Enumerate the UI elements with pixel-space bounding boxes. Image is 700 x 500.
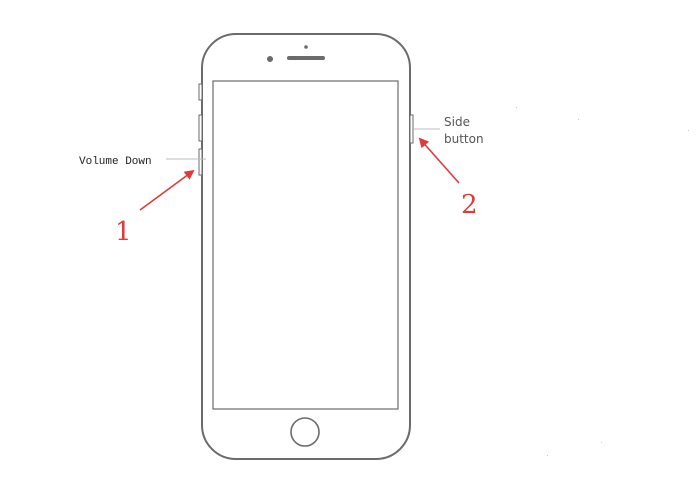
side-button [409, 114, 414, 144]
speck [578, 119, 579, 120]
phone-illustration [198, 33, 414, 460]
home-button [290, 417, 320, 447]
front-camera [267, 56, 273, 62]
volume-down-button [198, 148, 203, 176]
side-button-annotation: Side button 2 [413, 115, 484, 220]
volume-down-label: Volume Down [79, 156, 152, 168]
side-button-label-line2: button [444, 132, 484, 146]
side-button-label-line1: Side [444, 115, 470, 129]
side-button-number: 2 [461, 190, 478, 220]
background-specks [516, 107, 689, 456]
speck [688, 130, 689, 131]
volume-up-button [198, 114, 203, 142]
phone-screen [212, 80, 399, 410]
earpiece-speaker [287, 56, 325, 60]
speck [601, 442, 602, 443]
side-button-arrow [418, 137, 460, 184]
speck [547, 455, 548, 456]
volume-down-arrow [139, 169, 195, 211]
volume-down-number: 1 [115, 217, 132, 247]
ring-silent-switch [198, 83, 203, 101]
speck [516, 107, 517, 108]
proximity-sensor [304, 45, 308, 49]
volume-down-annotation: Volume Down 1 [79, 156, 206, 247]
